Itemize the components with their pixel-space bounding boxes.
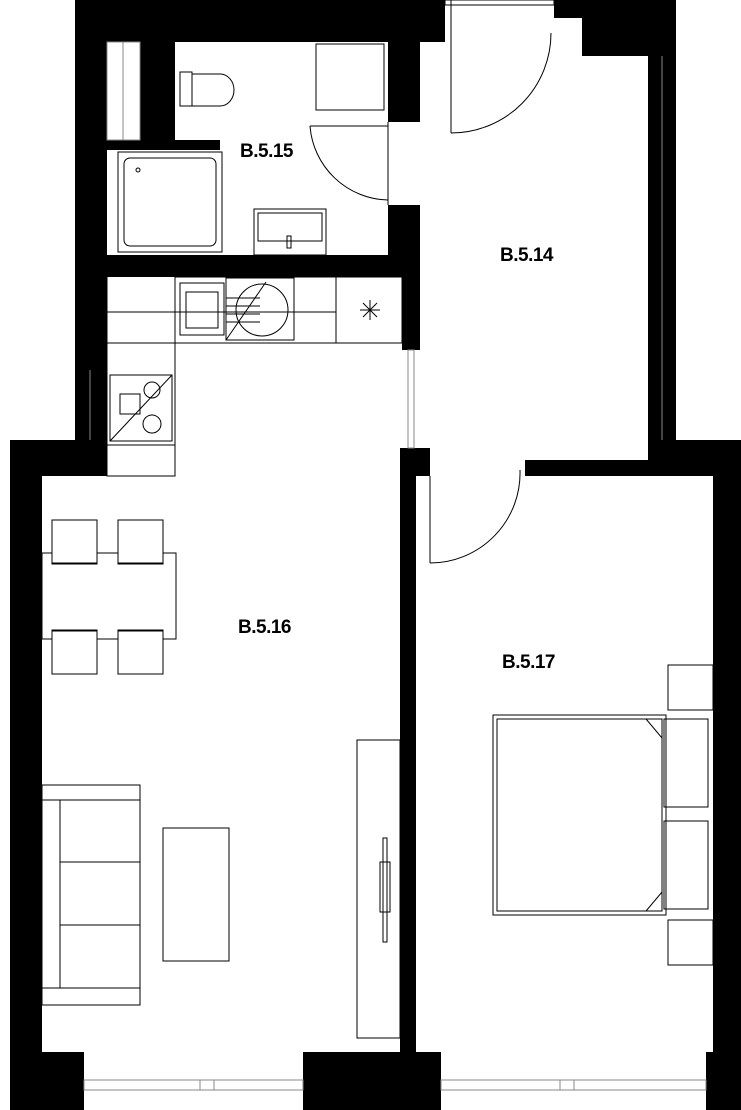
sofa-icon xyxy=(41,784,141,1006)
coffee-table xyxy=(162,827,230,962)
oven-icon xyxy=(179,282,225,336)
bed-icon xyxy=(492,714,709,916)
tv-icon xyxy=(379,837,391,943)
tv-cabinet xyxy=(356,739,401,1039)
sink-drying-rack-icon xyxy=(225,277,295,341)
room-label-b517: B.5.17 xyxy=(502,652,555,673)
living-room-furniture xyxy=(41,519,401,1039)
room-label-b515: B.5.15 xyxy=(240,141,294,162)
bathroom-fixtures xyxy=(117,43,385,256)
washing-cabinet xyxy=(315,43,385,111)
sink-icon xyxy=(253,208,327,256)
shower-tray-icon xyxy=(117,151,223,253)
kitchen-fixtures xyxy=(106,276,403,477)
bedroom-furniture xyxy=(492,664,714,966)
room-label-b516: B.5.16 xyxy=(238,617,291,638)
toilet-icon xyxy=(179,71,235,107)
hob-icon xyxy=(109,374,173,442)
dining-table xyxy=(41,552,177,640)
asterisk-icon xyxy=(360,300,380,320)
nightstand-bottom xyxy=(667,919,714,966)
chairs xyxy=(51,519,164,675)
room-labels: B.5.14 B.5.15 B.5.16 B.5.17 xyxy=(238,141,555,673)
windows xyxy=(83,41,707,1091)
nightstand-top xyxy=(667,664,714,711)
room-label-b514: B.5.14 xyxy=(500,245,554,266)
doors xyxy=(309,0,555,564)
